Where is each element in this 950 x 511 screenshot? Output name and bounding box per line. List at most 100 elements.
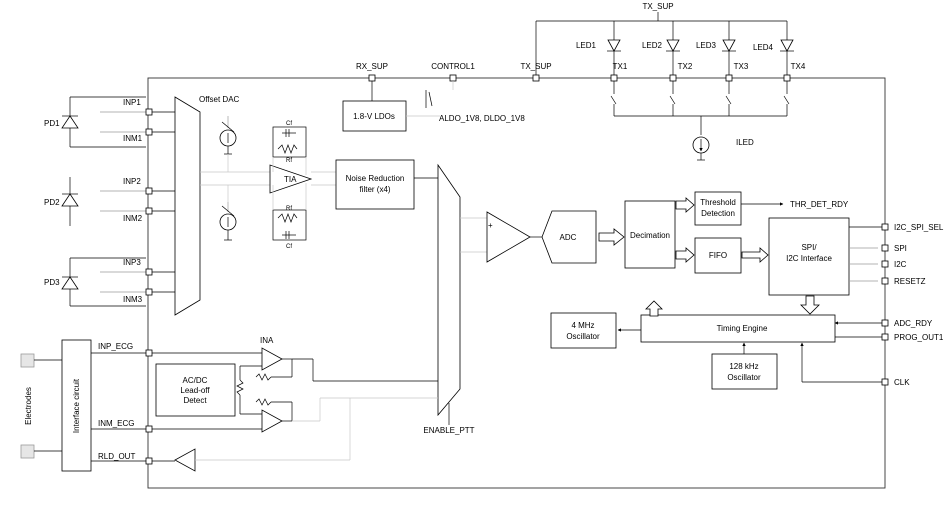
prog-out1-pin-label: PROG_OUT1 — [894, 333, 944, 342]
ldo-block — [342, 100, 407, 132]
tia-label: TIA — [284, 175, 297, 184]
led1-label: LED1 — [576, 41, 597, 50]
pin-control1 — [449, 74, 457, 82]
noise-filter-line2: filter (x4) — [359, 185, 390, 194]
acdc-line1: AC/DC — [183, 376, 208, 385]
ina-top-amp — [261, 347, 283, 371]
inp1-label: INP1 — [123, 98, 141, 107]
rld-out-label: RLD_OUT — [98, 452, 135, 461]
tx4-label: TX4 — [791, 62, 806, 71]
electrode-top — [20, 353, 35, 368]
osc4-line2: Oscillator — [566, 332, 600, 341]
pin-rx-sup — [368, 74, 376, 82]
electrode-bottom — [20, 444, 35, 459]
led2-label: LED2 — [642, 41, 663, 50]
fifo-to-spi-arrow — [741, 247, 769, 263]
pin-adc-rdy — [881, 319, 889, 327]
inm3-label: INM3 — [123, 295, 143, 304]
buffer-amplifier — [486, 211, 531, 263]
spi-to-timing-arrow — [800, 295, 820, 315]
inm2-label: INM2 — [123, 214, 143, 223]
electrodes-label: Electrodes — [24, 387, 33, 425]
pin-tx1 — [610, 74, 618, 82]
tx2-label: TX2 — [678, 62, 693, 71]
ldo-label: 1.8-V LDOs — [353, 112, 395, 121]
spi-pin-label: SPI — [894, 244, 907, 253]
pd2-icon — [61, 193, 79, 207]
rf-bot-label: Rf — [286, 206, 292, 212]
pin-resetz — [881, 277, 889, 285]
decimation-block — [624, 200, 676, 269]
rf-top-label: Rf — [286, 158, 292, 164]
rx-sup-label: RX_SUP — [356, 62, 388, 71]
pin-i2c — [881, 260, 889, 268]
oscillator-4mhz-block — [550, 312, 617, 349]
pin-tx4 — [783, 74, 791, 82]
tx-sup-top-label: TX_SUP — [642, 2, 673, 11]
photodiode-section: PD1 PD2 PD3 — [44, 96, 146, 307]
i2c-pin-label: I2C — [894, 260, 907, 269]
timing-up-arrow — [645, 300, 663, 317]
ecg-section: Electrodes Interface circuit INP_ECG INM… — [20, 336, 438, 472]
ina-bot-amp — [261, 409, 283, 433]
buffer-plus-label: + — [488, 221, 493, 230]
iled-label: ILED — [736, 138, 754, 147]
threshold-detection-block — [694, 191, 742, 226]
oscillator-128khz-block — [711, 353, 778, 390]
control1-label: CONTROL1 — [431, 62, 475, 71]
pd1-label: PD1 — [44, 119, 60, 128]
led3-label: LED3 — [696, 41, 717, 50]
acdc-line3: Detect — [183, 396, 207, 405]
adc-label: ADC — [560, 233, 577, 242]
tia-feedback-top — [272, 126, 307, 158]
osc4-line1: 4 MHz — [571, 321, 594, 330]
threshold-line1: Threshold — [700, 198, 736, 207]
inm1-label: INM1 — [123, 134, 143, 143]
cf-top-label: Cf — [286, 121, 292, 127]
interface-circuit-block — [61, 339, 92, 472]
lead-off-detect-block — [155, 363, 236, 417]
cf-bot-label: Cf — [286, 244, 292, 250]
right-pins: I2C_SPI_SEL SPI I2C RESETZ ADC_RDY PROG_… — [881, 223, 944, 387]
rld-amplifier — [174, 448, 196, 472]
spi-line2: I2C Interface — [786, 254, 832, 263]
tx-supply-section: TX_SUP LED1 LED2 LED3 LED4 RX_SUP CONTRO… — [356, 2, 806, 161]
pin-inm3 — [145, 288, 153, 296]
pin-tx2 — [669, 74, 677, 82]
fifo-block — [694, 237, 742, 274]
inp3-label: INP3 — [123, 258, 141, 267]
pin-inp-ecg — [145, 349, 153, 357]
tia-feedback-bot — [272, 209, 307, 241]
inm-ecg-label: INM_ECG — [98, 419, 134, 428]
enable-ptt-label: ENABLE_PTT — [423, 426, 474, 435]
pin-inm-ecg — [145, 425, 153, 433]
tia-section: TIA Cf Rf Rf Cf — [269, 121, 313, 250]
pin-prog-out1 — [881, 333, 889, 341]
tx3-label: TX3 — [734, 62, 749, 71]
i2c-spi-sel-label: I2C_SPI_SEL — [894, 223, 944, 232]
pd3-label: PD3 — [44, 278, 60, 287]
pin-rld-out — [145, 457, 153, 465]
fifo-label: FIFO — [709, 251, 727, 260]
inp-ecg-label: INP_ECG — [98, 342, 133, 351]
pin-inm1 — [145, 128, 153, 136]
noise-reduction-filter — [335, 159, 415, 210]
ldo-output-label: ALDO_1V8, DLDO_1V8 — [439, 114, 525, 123]
led4-icon — [780, 39, 794, 52]
interface-circuit-label: Interface circuit — [72, 378, 81, 433]
pd1-icon — [61, 115, 79, 129]
adc-block — [541, 210, 597, 264]
led2-icon — [666, 39, 680, 52]
main-mux — [437, 163, 461, 417]
timing-engine-block — [640, 314, 836, 343]
pin-clk — [881, 378, 889, 386]
pin-inp2 — [145, 187, 153, 195]
inp2-label: INP2 — [123, 177, 141, 186]
clk-pin-label: CLK — [894, 378, 910, 387]
led3-icon — [722, 39, 736, 52]
adc-to-decim-arrow — [598, 228, 625, 246]
resetz-pin-label: RESETZ — [894, 277, 926, 286]
pd3-icon — [61, 276, 79, 290]
led4-label: LED4 — [753, 43, 774, 52]
